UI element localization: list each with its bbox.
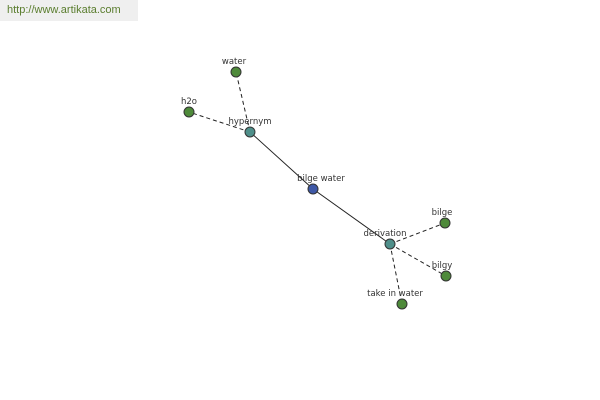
edge-derivation-to-bilgy xyxy=(389,243,447,277)
watermark-banner: http://www.artikata.com xyxy=(0,0,138,21)
node-label-bilge: bilge xyxy=(432,208,453,218)
node-circle-hypernym[interactable] xyxy=(244,126,256,138)
edge-derivation-to-bilge xyxy=(389,222,446,245)
node-label-bilgy: bilgy xyxy=(432,261,453,271)
node-label-water: water xyxy=(222,57,247,67)
edge-bilge-water-to-derivation xyxy=(312,188,391,245)
node-circle-bilge-water[interactable] xyxy=(307,183,319,195)
node-label-h2o: h2o xyxy=(181,97,197,107)
node-bilgy[interactable]: bilgy xyxy=(432,261,453,282)
node-water[interactable]: water xyxy=(222,57,247,78)
node-take-in-water[interactable]: take in water xyxy=(367,289,423,310)
node-circle-h2o[interactable] xyxy=(183,106,195,118)
edge-derivation-to-take-in-water xyxy=(389,243,403,305)
graph-nodes: bilge water hypernym derivation water h2o bil… xyxy=(181,57,453,310)
node-label-hypernym: hypernym xyxy=(228,117,271,127)
node-label-derivation: derivation xyxy=(363,229,406,239)
node-circle-water[interactable] xyxy=(230,66,242,78)
node-circle-take-in-water[interactable] xyxy=(396,298,408,310)
node-h2o[interactable]: h2o xyxy=(181,97,197,118)
node-circle-bilgy[interactable] xyxy=(440,270,452,282)
node-bilge-water[interactable]: bilge water xyxy=(297,174,345,195)
edge-hypernym-to-h2o xyxy=(188,111,251,133)
watermark-url[interactable]: http://www.artikata.com xyxy=(7,4,121,16)
node-label-bilge-water: bilge water xyxy=(297,174,345,184)
edge-bilge-water-to-hypernym xyxy=(249,131,314,190)
node-hypernym[interactable]: hypernym xyxy=(228,117,272,138)
node-bilge[interactable]: bilge xyxy=(432,208,453,229)
node-circle-bilge[interactable] xyxy=(439,217,451,229)
edge-hypernym-to-water xyxy=(235,71,251,133)
node-circle-derivation[interactable] xyxy=(384,238,396,250)
node-derivation[interactable]: derivation xyxy=(363,229,407,250)
graph-edges xyxy=(188,71,447,305)
node-label-take-in-water: take in water xyxy=(367,289,423,299)
